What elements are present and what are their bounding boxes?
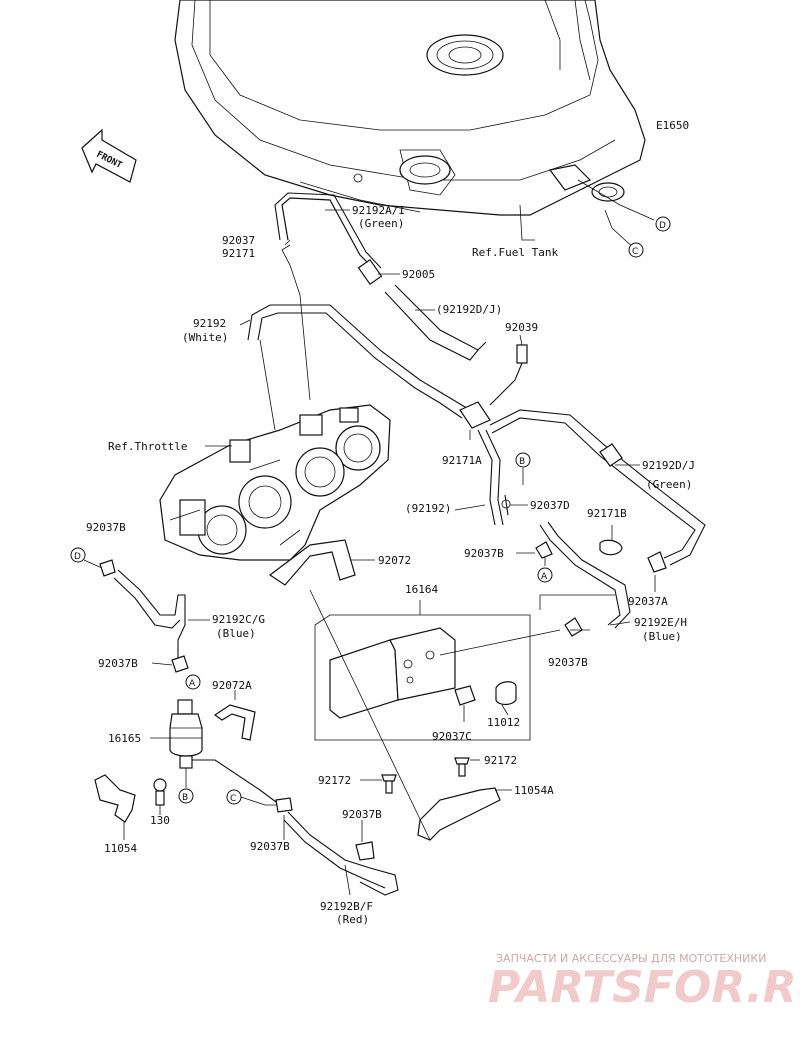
hose-92192-mid — [477, 429, 504, 526]
label-92192e-h: 92192E/H — [634, 616, 687, 629]
clamp-92037b-lower — [275, 797, 293, 813]
watermark-tagline: ЗАПЧАСТИ И АКСЕССУАРЫ ДЛЯ МОТОТЕХНИКИ — [496, 952, 766, 965]
bracket-92072a — [213, 704, 256, 741]
label-92172-left: 92172 — [318, 774, 351, 787]
bolt-130 — [153, 778, 167, 806]
label-92037b-right: 92037B — [548, 656, 588, 669]
svg-text:D: D — [659, 221, 666, 231]
canister-frame — [314, 600, 531, 741]
marker-a-left: A — [185, 674, 201, 690]
clamp-92037b-left — [99, 559, 116, 577]
label-92192d-j-paren: (92192D/J) — [436, 303, 502, 316]
hose-92192a-i — [274, 192, 382, 271]
label-92037c: 92037C — [432, 730, 472, 743]
label-92039: 92039 — [505, 321, 538, 334]
label-11054a: 11054A — [514, 784, 554, 797]
label-92037: 92037 — [222, 234, 255, 247]
hose-joint-right — [599, 443, 623, 467]
joint-92005 — [357, 258, 383, 286]
clamp-92037a — [647, 551, 667, 573]
label-92192-white-color: (White) — [182, 331, 228, 344]
clip-92171b — [599, 539, 623, 556]
clip-92171a — [459, 401, 491, 429]
label-11012: 11012 — [487, 716, 520, 729]
label-11054: 11054 — [104, 842, 137, 855]
svg-text:C: C — [632, 247, 638, 257]
front-arrow: FRONT — [81, 128, 137, 183]
marker-d-left: D — [70, 547, 86, 563]
marker-d-tank: D — [655, 216, 671, 232]
screw-92172-right — [454, 757, 470, 777]
label-92192b-f: 92192B/F — [320, 900, 373, 913]
label-92037b-mid: 92037B — [464, 547, 504, 560]
fitting-92039 — [489, 344, 528, 406]
hose-92192-white — [247, 304, 471, 419]
label-92192b-f-color: (Red) — [336, 913, 369, 926]
label-130: 130 — [150, 814, 170, 827]
figure-code: E1650 — [656, 119, 689, 132]
label-92192e-h-color: (Blue) — [642, 630, 682, 643]
svg-text:B: B — [519, 457, 525, 467]
label-92072a: 92072A — [212, 679, 252, 692]
label-92037b-bottom: 92037B — [342, 808, 382, 821]
label-92037b-lower: 92037B — [250, 840, 290, 853]
label-92037a: 92037A — [628, 595, 668, 608]
label-92171a: 92171A — [442, 454, 482, 467]
bracket-92072 — [268, 539, 356, 586]
hose-92192d-j-upper — [384, 284, 487, 361]
cap-11012 — [495, 681, 517, 706]
label-92192a-i-color: (Green) — [358, 217, 404, 230]
label-92037b-c: 92037B — [98, 657, 138, 670]
label-92037d: 92037D — [530, 499, 570, 512]
marker-b-mid: B — [515, 452, 531, 468]
svg-text:C: C — [230, 794, 236, 804]
label-92072: 92072 — [378, 554, 411, 567]
marker-c-lower: C — [226, 789, 242, 805]
label-92192c-g: 92192C/G — [212, 613, 265, 626]
clamp-92037c — [454, 685, 476, 706]
marker-c-tank: C — [628, 242, 644, 258]
label-16164: 16164 — [405, 583, 438, 596]
svg-text:D: D — [74, 552, 81, 562]
label-92171: 92171 — [222, 247, 255, 260]
label-92192-white: 92192 — [193, 317, 226, 330]
screw-92172-left — [381, 774, 397, 794]
label-92192-paren: (92192) — [405, 502, 451, 515]
canister-16164 — [329, 627, 561, 719]
clamp-92037b-right — [564, 617, 583, 637]
ref-throttle-label: Ref.Throttle — [108, 440, 187, 453]
bracket-11054 — [94, 774, 136, 823]
clamp-92037b-mid — [535, 541, 553, 559]
watermark-logo: PARTSFOR.RU — [488, 962, 800, 1013]
label-16165: 16165 — [108, 732, 141, 745]
fuel-tank — [174, 0, 646, 216]
label-92172-right: 92172 — [484, 754, 517, 767]
clamp-92037b-c — [171, 655, 189, 673]
hose-92192d-j-right — [489, 409, 706, 566]
label-92037b-left: 92037B — [86, 521, 126, 534]
svg-text:A: A — [189, 679, 196, 689]
clamp-92037d — [501, 499, 511, 509]
hose-92192e-h — [539, 521, 631, 629]
hose-92192c-g — [113, 569, 186, 660]
label-92192a-i: 92192A/I — [352, 204, 405, 217]
label-92192d-j-color: (Green) — [646, 478, 692, 491]
label-92005: 92005 — [402, 268, 435, 281]
hose-92192b-f — [283, 811, 399, 896]
svg-text:B: B — [182, 793, 188, 803]
ref-fuel-tank-label: Ref.Fuel Tank — [472, 246, 558, 259]
clamp-92037b-bottom — [355, 841, 375, 861]
svg-text:A: A — [541, 572, 548, 582]
marker-b-left: B — [178, 788, 194, 804]
label-92171b: 92171B — [587, 507, 627, 520]
label-92192d-j: 92192D/J — [642, 459, 695, 472]
label-92192c-g-color: (Blue) — [216, 627, 256, 640]
marker-a-right: A — [537, 567, 553, 583]
throttle-bodies — [159, 404, 391, 561]
bracket-11054a — [417, 787, 501, 841]
